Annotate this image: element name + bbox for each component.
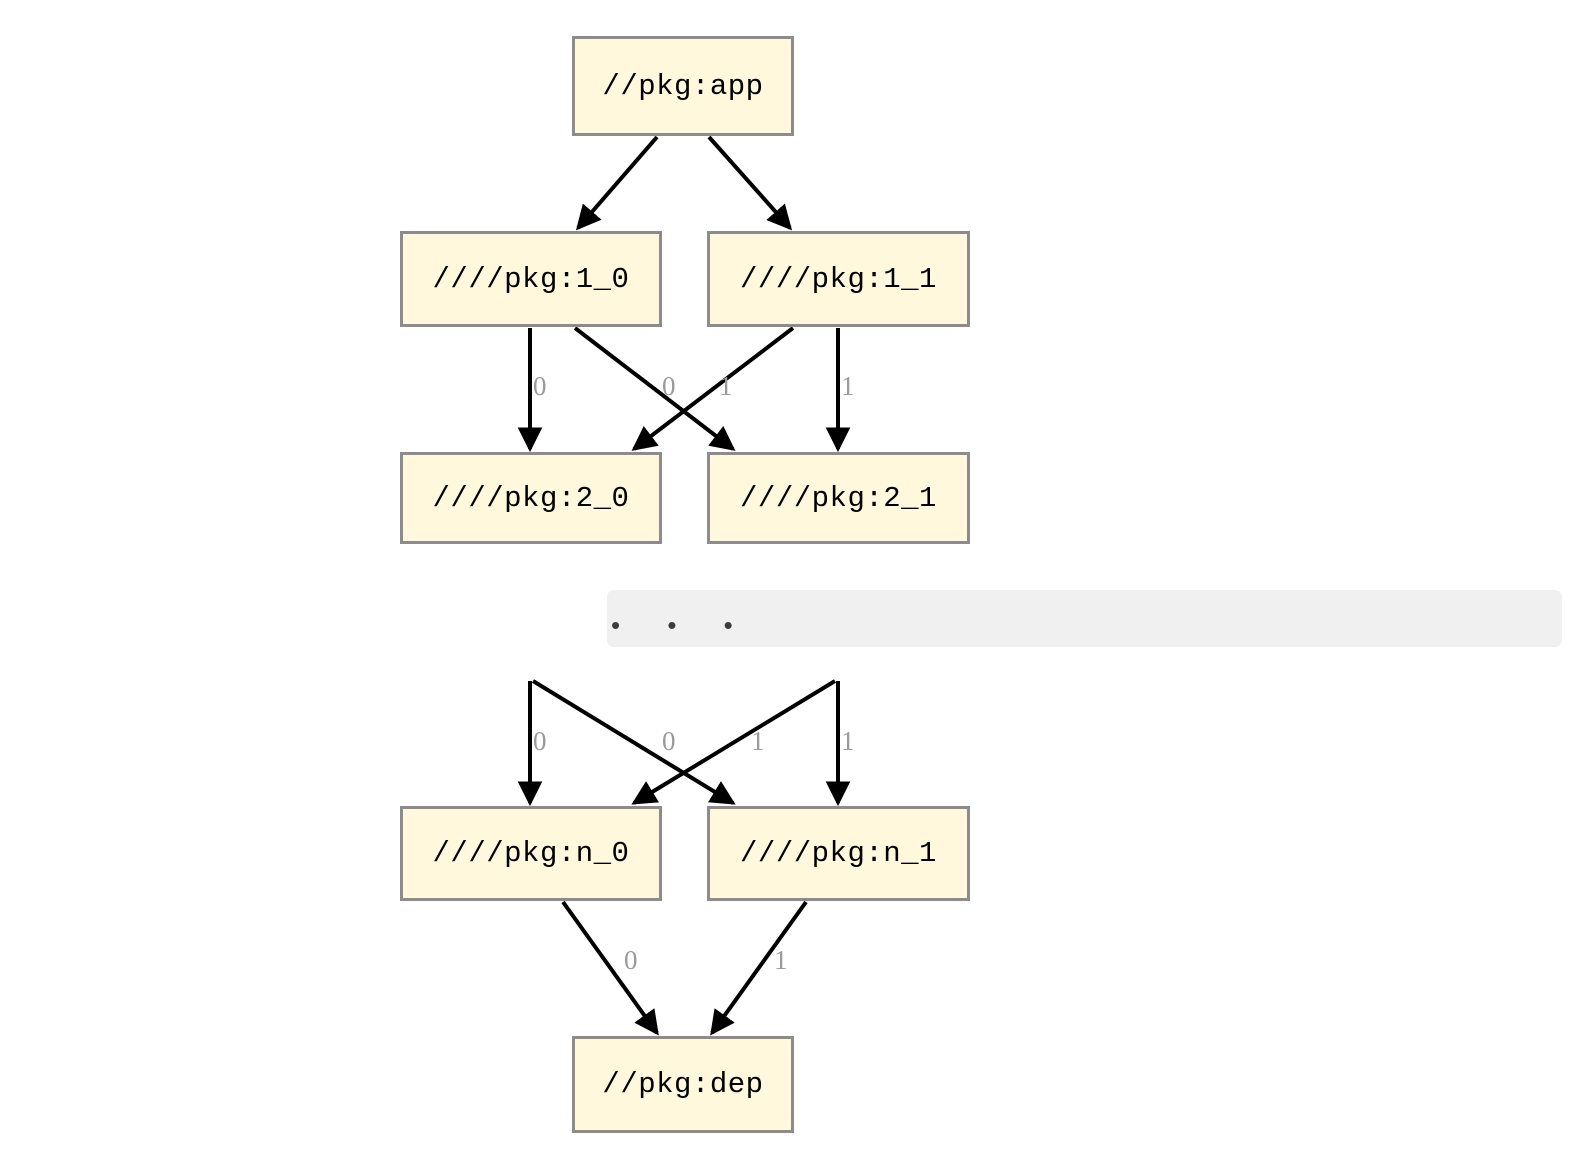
ellipsis-dots: • • • bbox=[611, 610, 753, 640]
edge-hidden-to-nn_1 bbox=[531, 679, 736, 805]
edge-label: 0 bbox=[624, 945, 638, 975]
edge-group bbox=[517, 135, 851, 1036]
edge-label: 1 bbox=[774, 945, 788, 975]
edge-n1_0-to-n2_1 bbox=[573, 326, 736, 451]
edge-label: 0 bbox=[533, 726, 547, 756]
node-label: ////pkg:1_1 bbox=[740, 262, 937, 296]
edge-label: 0 bbox=[533, 371, 547, 401]
node-nn_1[interactable]: ////pkg:n_1 bbox=[707, 806, 970, 901]
node-app[interactable]: //pkg:app bbox=[572, 36, 794, 136]
edge-label: 1 bbox=[841, 726, 855, 756]
node-label: ////pkg:2_0 bbox=[432, 481, 630, 515]
node-nn_0[interactable]: ////pkg:n_0 bbox=[400, 806, 662, 901]
edge-label: 1 bbox=[751, 726, 765, 756]
edge-app-to-n1_1 bbox=[707, 135, 793, 231]
edge-n1_1-to-n2_0 bbox=[631, 326, 795, 451]
node-label: //pkg:app bbox=[602, 69, 764, 103]
edge-label: 0 bbox=[662, 726, 676, 756]
ellipsis-band bbox=[607, 590, 1562, 647]
node-n2_0[interactable]: ////pkg:2_0 bbox=[400, 452, 662, 544]
node-label: //pkg:dep bbox=[602, 1068, 764, 1101]
edge-label: 1 bbox=[719, 371, 733, 401]
edge-nn_1-to-dep bbox=[710, 900, 808, 1036]
node-n2_1[interactable]: ////pkg:2_1 bbox=[707, 452, 970, 544]
edge-label: 1 bbox=[841, 371, 855, 401]
edge-hidden-to-nn_0 bbox=[631, 679, 837, 805]
node-label: ////pkg:2_1 bbox=[740, 481, 937, 515]
edge-app-to-n1_0 bbox=[575, 135, 659, 231]
node-label: ////pkg:1_0 bbox=[432, 262, 630, 296]
edge-nn_0-to-dep bbox=[561, 900, 659, 1036]
node-dep[interactable]: //pkg:dep bbox=[572, 1036, 794, 1133]
node-n1_1[interactable]: ////pkg:1_1 bbox=[707, 231, 970, 327]
node-label: ////pkg:n_0 bbox=[432, 837, 630, 870]
node-n1_0[interactable]: ////pkg:1_0 bbox=[400, 231, 662, 327]
edge-label: 0 bbox=[662, 371, 676, 401]
node-label: ////pkg:n_1 bbox=[740, 837, 937, 870]
